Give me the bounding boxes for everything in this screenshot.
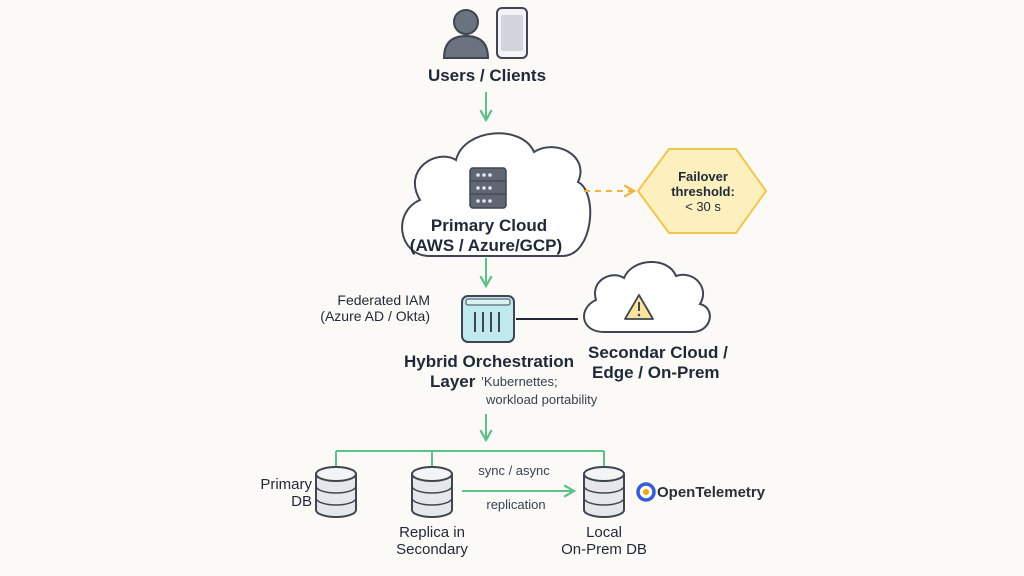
opentelemetry-icon — [636, 482, 656, 502]
local-db-line2: On-Prem DB — [561, 541, 647, 559]
failover-hexagon — [636, 148, 768, 234]
user-icon — [442, 9, 490, 59]
warning-icon — [624, 294, 654, 320]
primary-cloud-subtitle: (AWS / Azure/GCP) — [409, 236, 563, 255]
primary-cloud-title: Primary Cloud — [430, 216, 548, 235]
orchestrator-icon — [461, 295, 515, 343]
federated-iam-line1: Federated IAM — [337, 292, 430, 308]
failover-label: Failover threshold: < 30 s — [671, 169, 735, 215]
federated-iam-label: Federated IAM (Azure AD / Okta) — [320, 292, 430, 324]
secondary-cloud-shape — [583, 261, 711, 333]
failover-line2: threshold: — [671, 183, 735, 199]
replica-db-label: Replica in Secondary — [396, 524, 468, 559]
orchestration-detail1: ’Kubernettes; — [481, 374, 558, 389]
federated-iam-line2: (Azure AD / Okta) — [320, 308, 430, 325]
database-icon — [411, 466, 453, 518]
phone-icon — [496, 7, 528, 59]
database-icon — [583, 466, 625, 518]
opentelemetry-label: OpenTelemetry — [657, 484, 766, 501]
server-icon — [469, 167, 507, 209]
replication-bottom-label: replication — [486, 497, 546, 512]
primary-db-label: Primary DB — [260, 476, 312, 511]
users-clients-label: Users / Clients — [427, 66, 547, 85]
secondary-cloud-line2: Edge / On-Prem — [592, 362, 720, 382]
replica-db-line1: Replica in — [399, 524, 465, 541]
local-db-line1: Local — [586, 524, 622, 541]
orchestration-title-line1: Hybrid Orchestration — [403, 352, 575, 371]
orchestration-title-line2: Layer — [430, 372, 476, 391]
replica-db-line2: Secondary — [396, 541, 468, 559]
failover-line3: < 30 s — [685, 198, 721, 214]
database-icon — [315, 466, 357, 518]
primary-db-line2: DB — [291, 493, 312, 511]
replication-top-label: sync / async — [478, 463, 550, 478]
secondary-cloud-line1: Secondar Cloud / — [588, 343, 728, 362]
orchestration-detail2: workload portability — [486, 392, 598, 407]
primary-db-line1: Primary — [260, 476, 312, 493]
db-bracket — [335, 450, 605, 466]
failover-line1: Failover — [678, 169, 728, 184]
local-db-label: Local On-Prem DB — [561, 524, 647, 559]
secondary-cloud-label: Secondar Cloud / Edge / On-Prem — [588, 343, 728, 382]
